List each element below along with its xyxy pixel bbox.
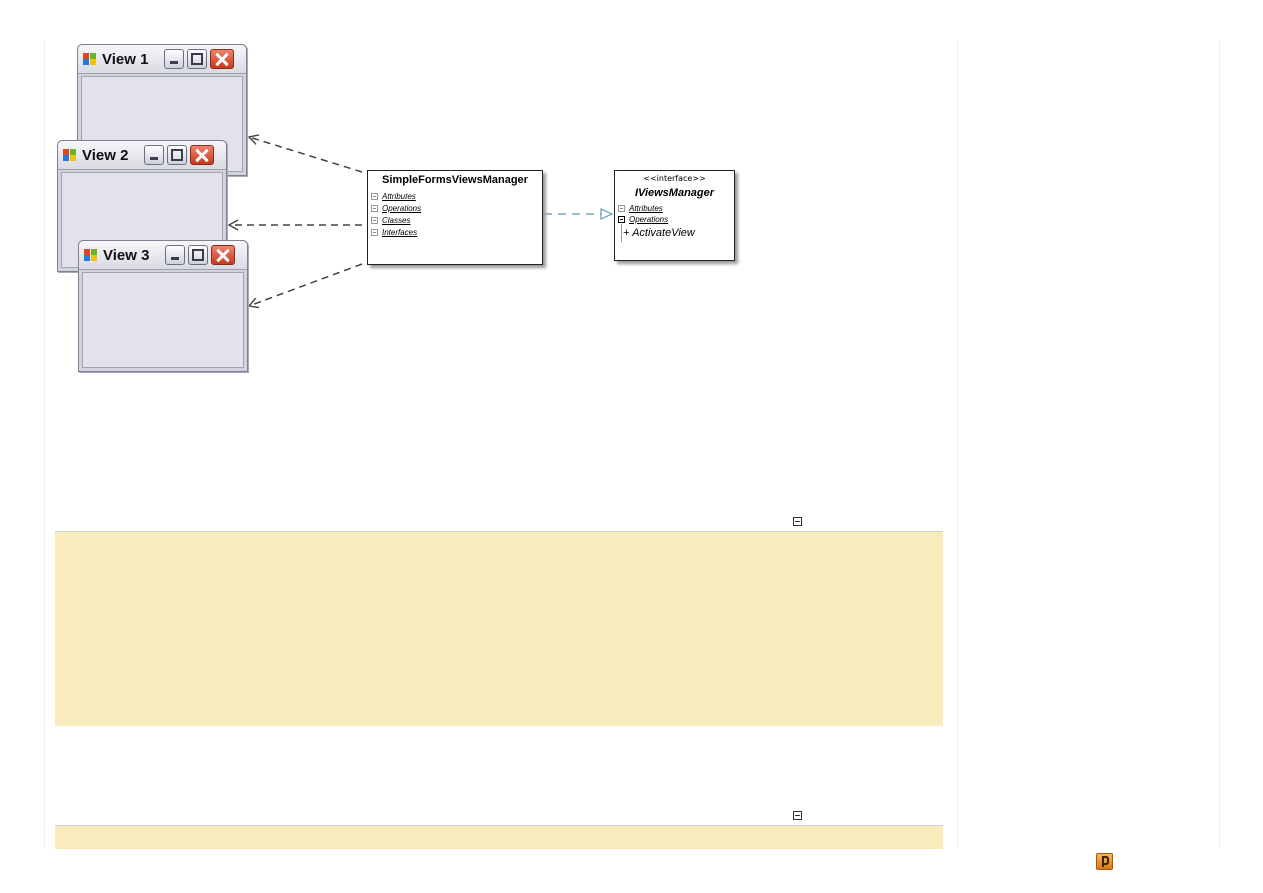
minus-box-icon[interactable]: [793, 811, 802, 820]
windows-flag-icon: [63, 149, 76, 161]
dependency-arrow-view1: [247, 134, 363, 173]
section-label: Interfaces: [382, 228, 418, 237]
p-badge-icon[interactable]: [1096, 853, 1113, 870]
window-titlebar: View 2: [58, 141, 226, 170]
minimize-button[interactable]: [164, 49, 184, 69]
expand-box-icon[interactable]: [618, 205, 625, 212]
expand-box-icon[interactable]: [371, 205, 378, 212]
view-window-3: View 3: [78, 240, 248, 372]
close-button[interactable]: [211, 245, 235, 265]
collapse-box-icon[interactable]: [618, 216, 625, 223]
manager-class-box: SimpleFormsViewsManager Attributes Opera…: [367, 170, 543, 265]
dependency-arrow-view3: [247, 263, 363, 309]
section-label: Classes: [382, 216, 411, 225]
expand-box-icon[interactable]: [371, 193, 378, 200]
section-label: Operations: [382, 204, 422, 213]
windows-flag-icon: [84, 249, 97, 261]
interface-name: IViewsManager: [634, 187, 715, 199]
expand-box-icon[interactable]: [371, 229, 378, 236]
code-block: [55, 825, 943, 849]
minimize-button[interactable]: [144, 145, 164, 165]
stereotype-label: <<interface>>: [643, 174, 706, 183]
minus-box-icon[interactable]: [793, 517, 802, 526]
class-name: SimpleFormsViewsManager: [382, 174, 528, 186]
minimize-button[interactable]: [165, 245, 185, 265]
operation-activate-view: + ActivateView: [623, 227, 695, 239]
section-label: Attributes: [382, 192, 416, 201]
content-column-right-border: [957, 40, 958, 848]
tree-line: [621, 224, 622, 242]
window-title: View 1: [102, 51, 149, 68]
window-titlebar: View 3: [79, 241, 247, 270]
window-client-area: [82, 272, 244, 368]
window-title: View 2: [82, 147, 129, 164]
expand-box-icon[interactable]: [371, 217, 378, 224]
window-titlebar: View 1: [78, 45, 246, 74]
maximize-button[interactable]: [188, 245, 208, 265]
window-title: View 3: [103, 247, 150, 264]
close-button[interactable]: [190, 145, 214, 165]
maximize-button[interactable]: [187, 49, 207, 69]
maximize-button[interactable]: [167, 145, 187, 165]
section-label: Operations: [629, 215, 669, 224]
section-label: Attributes: [629, 204, 663, 213]
sidebar-right-border: [1219, 40, 1220, 848]
interface-class-box: <<interface>> IViewsManager Attributes O…: [614, 170, 735, 261]
code-block: [55, 531, 943, 726]
windows-flag-icon: [83, 53, 96, 65]
content-column-left-border: [44, 40, 45, 848]
close-button[interactable]: [210, 49, 234, 69]
